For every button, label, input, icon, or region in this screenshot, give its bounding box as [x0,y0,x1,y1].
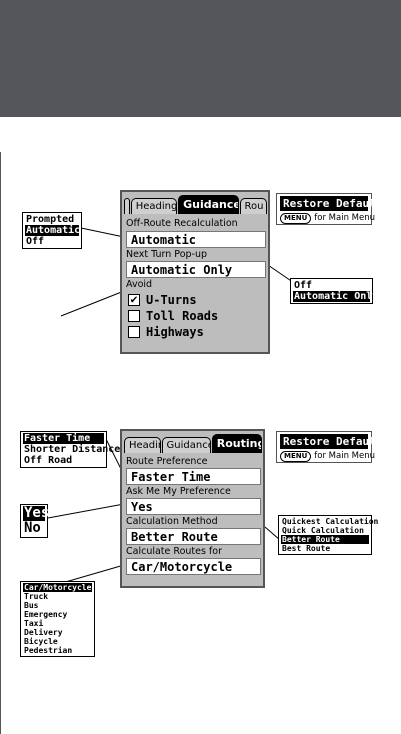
calc-for-label: Calculate Routes for [126,546,222,557]
next-turn-field[interactable]: Automatic Only [126,261,266,278]
avoid-label: Avoid [126,279,153,290]
tab-heading[interactable]: Heading [130,198,178,214]
checkbox-checked-icon[interactable]: ✔ [128,293,140,306]
tab-guidance[interactable]: Guidance [178,195,239,214]
option-faster-time[interactable]: Faster Time [23,433,104,444]
option-car-motorcycle[interactable]: Car/Motorcycle [23,583,92,592]
option-no[interactable]: No [24,520,41,536]
option-truck[interactable]: Truck [24,592,49,601]
tab-heading[interactable]: Heading [124,437,161,453]
option-best-route[interactable]: Best Route [282,544,331,553]
popup-options: Off Automatic Only [290,278,379,304]
menu-key-icon: MENU [280,213,312,224]
menu-key-icon: MENU [280,451,312,462]
calc-method-label: Calculation Method [126,516,218,527]
route-pref-field[interactable]: Faster Time [126,468,261,485]
avoid-toll-roads[interactable]: Toll Roads [128,308,218,323]
option-off[interactable]: Off [26,236,45,247]
ask-pref-label: Ask Me My Preference [126,486,231,497]
calc-method-options: Quickest Calculation Quick Calculation B… [278,515,379,555]
option-automatic[interactable]: Automatic [25,225,81,236]
route-pref-label: Route Preference [126,456,208,467]
routing-screen: Heading Guidance Routing Route Preferenc… [120,429,265,588]
option-delivery[interactable]: Delivery [24,628,63,637]
option-bus[interactable]: Bus [24,601,39,610]
page-header-band [0,0,401,117]
routing-tab-bar: Heading Guidance Routing [122,431,263,453]
option-automatic-only[interactable]: Automatic Only [293,291,379,302]
ask-pref-options: Yes No [20,504,50,538]
calc-method-field[interactable]: Better Route [126,528,261,545]
margin-rule [0,152,1,734]
avoid-list: ✔ U-Turns Toll Roads Highways [128,292,218,339]
option-pedestrian[interactable]: Pedestrian [24,646,73,655]
tab-routing[interactable]: Routing [211,434,262,453]
next-turn-label: Next Turn Pop-up [126,249,208,260]
menu-hint-text: for Main Menu [314,451,376,461]
ask-pref-field[interactable]: Yes [126,498,261,515]
option-better-route[interactable]: Better Route [281,535,369,544]
calc-for-field[interactable]: Car/Motorcycle [126,558,261,575]
recalc-options: Prompted Automatic Off [22,212,82,249]
checkbox-icon[interactable] [128,325,140,338]
restore-defaults-button[interactable]: Restore Defaults [280,196,389,211]
option-prompted[interactable]: Prompted [26,214,75,225]
option-off-road[interactable]: Off Road [24,455,73,466]
avoid-item-label: U-Turns [146,292,197,307]
option-quickest-calculation[interactable]: Quickest Calculation [282,517,379,526]
route-pref-options: Faster Time Shorter Distance Off Road [20,431,121,468]
option-emergency[interactable]: Emergency [24,610,68,619]
option-off[interactable]: Off [294,280,313,291]
option-shorter-distance[interactable]: Shorter Distance [24,444,121,455]
tab-edge[interactable] [124,198,130,214]
avoid-item-label: Highways [146,324,204,339]
off-route-label: Off-Route Recalculation [126,218,238,229]
option-yes[interactable]: Yes [23,505,50,521]
vehicle-options: Car/Motorcycle Truck Bus Emergency Taxi … [20,581,95,657]
tab-routing[interactable]: Rou [239,198,268,214]
restore-defaults-button[interactable]: Restore Defaults [280,434,389,449]
checkbox-icon[interactable] [128,309,140,322]
avoid-u-turns[interactable]: ✔ U-Turns [128,292,218,307]
option-quick-calculation[interactable]: Quick Calculation [282,526,364,535]
guidance-screen: Heading Guidance Rou Off-Route Recalcula… [120,190,270,354]
menu-hint-text: for Main Menu [314,213,376,223]
tab-guidance[interactable]: Guidance [161,437,211,453]
avoid-item-label: Toll Roads [146,308,219,323]
guidance-tab-bar: Heading Guidance Rou [122,192,268,214]
avoid-highways[interactable]: Highways [128,324,218,339]
option-taxi[interactable]: Taxi [24,619,44,628]
option-bicycle[interactable]: Bicycle [24,637,58,646]
off-route-field[interactable]: Automatic [126,231,266,248]
